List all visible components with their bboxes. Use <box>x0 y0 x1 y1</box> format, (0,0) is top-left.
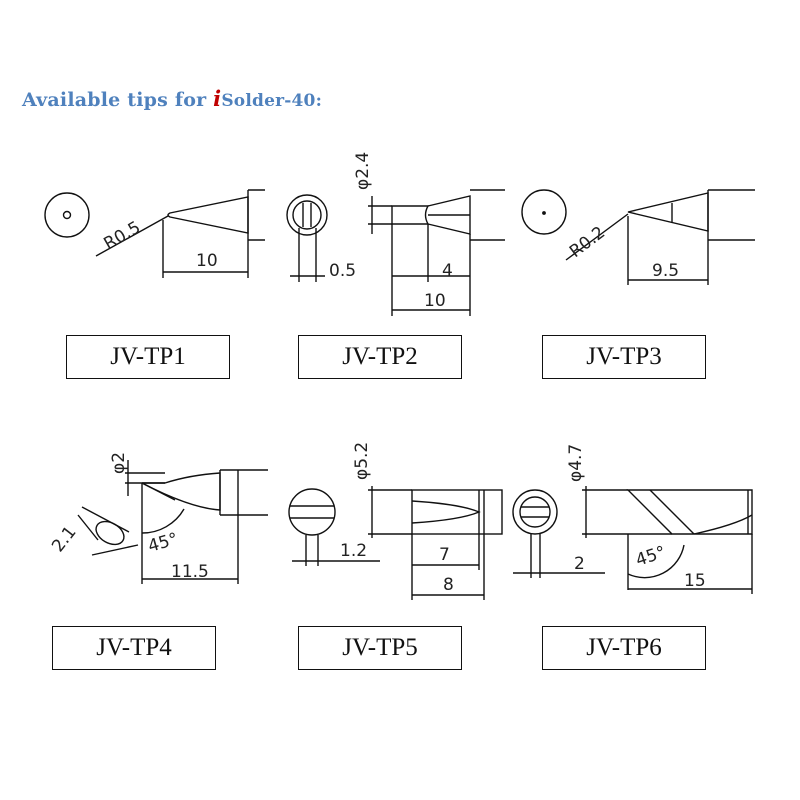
tp5-diameter-label: φ5.2 <box>352 442 372 480</box>
tip-label-tp4: JV-TP4 <box>52 626 216 670</box>
title-prefix: Available tips for <box>22 89 214 111</box>
brand-i: i <box>213 86 222 111</box>
tip-label-tp5: JV-TP5 <box>298 626 462 670</box>
tp3-length-label: 9.5 <box>652 261 679 281</box>
tp6-end-view-inner <box>519 496 551 528</box>
tp5-body <box>411 489 503 535</box>
tp3-radius-leader <box>565 213 629 261</box>
tip-tp6-drawing: φ4.7 2 45° 15 <box>512 444 753 594</box>
tp2-end-view-inner <box>292 200 322 230</box>
brand-name: Solder-40: <box>221 91 323 111</box>
tp5-width-label: 1.2 <box>340 541 367 561</box>
tip-tp3-drawing: R0.2 9.5 <box>521 189 755 285</box>
tp2-shaft <box>470 189 505 241</box>
tp6-bevel-curve <box>693 514 753 535</box>
tp4-bent-tip <box>141 472 221 511</box>
tp5-blade-curve <box>411 500 481 524</box>
tp1-radius-leader <box>95 215 169 257</box>
tip-label-tp2: JV-TP2 <box>298 335 462 379</box>
tp2-width-label: 0.5 <box>329 261 356 281</box>
tp3-end-view-point <box>542 211 546 215</box>
tp6-length-label: 15 <box>684 571 706 591</box>
tp5-end-view <box>288 488 336 536</box>
tp2-flat-label: 4 <box>442 261 453 281</box>
tp4-face-ext-1 <box>81 506 130 533</box>
tip-label-tp3: JV-TP3 <box>542 335 706 379</box>
page-title: Available tips for iSolder-40: <box>22 86 322 111</box>
tp4-angle-ref <box>141 482 176 501</box>
tp6-angle-arc <box>627 544 685 579</box>
tp1-radius-label: R0.5 <box>101 218 145 255</box>
tp3-cone <box>627 192 709 232</box>
tp1-length-label: 10 <box>196 251 218 271</box>
tp6-body <box>626 489 753 535</box>
tp4-angle-label: 45° <box>146 529 180 557</box>
tp3-end-view-outer <box>521 189 567 235</box>
tp4-length-label: 11.5 <box>171 562 209 582</box>
tp4-face-label: 2.1 <box>48 522 80 556</box>
tp6-bevel-2 <box>649 489 695 535</box>
tp6-diameter-label: φ4.7 <box>566 444 586 482</box>
tp4-diameter-label: φ2 <box>109 452 129 474</box>
tp6-end-view-outer <box>512 489 558 535</box>
tp4-face-ext-2 <box>91 544 139 556</box>
tip-tp1-drawing: R0.5 10 <box>44 189 265 278</box>
tp1-shaft <box>247 189 265 241</box>
tp4-face-dim <box>77 514 99 541</box>
tp1-end-view-outer <box>44 192 90 238</box>
tip-label-tp1: JV-TP1 <box>66 335 230 379</box>
tp3-radius-label: R0.2 <box>566 223 609 262</box>
tp5-flat-label: 7 <box>439 545 450 565</box>
tp4-angle-arc <box>141 508 185 534</box>
tp5-length-label: 8 <box>443 575 454 595</box>
tip-tp5-drawing: φ5.2 1.2 7 8 <box>288 442 503 600</box>
tp6-width-label: 2 <box>574 554 585 574</box>
tp1-cone <box>167 196 249 234</box>
tp6-angle-label: 45° <box>633 542 668 570</box>
tip-tp4-drawing: φ2 2.1 45° 11.5 <box>48 452 268 584</box>
tp2-length-label: 10 <box>424 291 446 311</box>
tp2-flat-blade <box>391 205 430 225</box>
tp2-end-view-outer <box>286 194 328 236</box>
tip-tp2-drawing: φ2.4 0.5 4 10 <box>286 152 505 316</box>
tp2-diameter-label: φ2.4 <box>353 152 373 190</box>
tip-label-tp6: JV-TP6 <box>542 626 706 670</box>
tp4-shaft <box>219 469 268 516</box>
tp3-shaft <box>707 189 755 241</box>
tp1-end-view-point <box>62 210 72 220</box>
